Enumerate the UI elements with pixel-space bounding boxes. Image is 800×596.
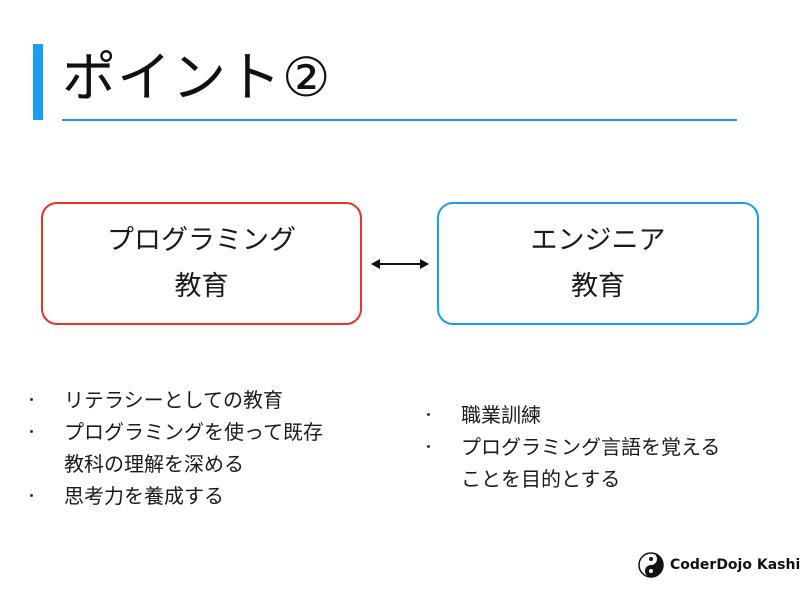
list-item: 思考力を養成する: [30, 480, 390, 512]
right-box-line-2: 教育: [571, 270, 625, 302]
list-item-text: ことを目的とする: [461, 467, 621, 491]
right-box-line-1: エンジニア: [530, 224, 666, 256]
list-item-text: 職業訓練: [461, 403, 541, 427]
title-underline: [62, 119, 737, 121]
list-item-text: 教科の理解を深める: [64, 452, 244, 476]
yin-yang-icon: [638, 552, 664, 578]
programming-education-box: プログラミング 教育: [41, 202, 362, 325]
list-item: プログラミング言語を覚える ことを目的とする: [427, 431, 777, 495]
list-item-text: プログラミング言語を覚える: [461, 435, 721, 459]
title-accent-bar: [33, 44, 43, 120]
slide-title: ポイント②: [62, 46, 332, 109]
left-box-line-1: プログラミング: [107, 224, 296, 256]
list-item-text: プログラミングを使って既存: [64, 420, 323, 444]
bullet-dot-icon: [30, 398, 33, 401]
left-box-line-2: 教育: [174, 270, 229, 302]
list-item: リテラシーとしての教育: [30, 384, 390, 416]
list-item: プログラミングを使って既存 教科の理解を深める: [30, 416, 390, 480]
list-item-text: 思考力を養成する: [64, 484, 224, 508]
bullet-dot-icon: [427, 445, 430, 448]
bullet-dot-icon: [30, 494, 33, 497]
list-item-text: リテラシーとしての教育: [64, 388, 283, 412]
footer-logo: CoderDojo Kashiwa: [638, 550, 800, 580]
logo-text: CoderDojo Kashiwa: [670, 557, 800, 573]
bullet-dot-icon: [30, 430, 33, 433]
bullet-dot-icon: [427, 413, 430, 416]
engineer-education-box: エンジニア 教育: [437, 202, 759, 325]
double-headed-arrow-icon: [371, 259, 429, 269]
list-item: 職業訓練: [427, 399, 777, 431]
programming-education-points: リテラシーとしての教育 プログラミングを使って既存 教科の理解を深める 思考力を…: [30, 384, 390, 512]
engineer-education-points: 職業訓練 プログラミング言語を覚える ことを目的とする: [427, 399, 777, 495]
